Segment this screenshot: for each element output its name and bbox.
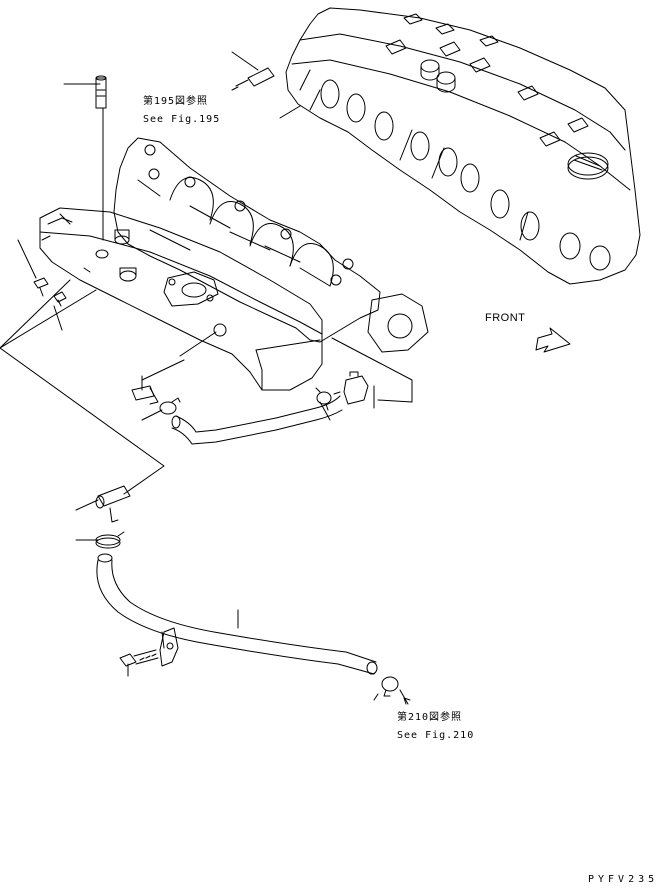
fig210-callout-jp: 第210図参照 (397, 712, 463, 723)
cylinder-head (231, 7, 641, 285)
front-arrow-icon (535, 327, 571, 353)
upper-small-parts (33, 75, 369, 445)
intake-manifold (113, 137, 429, 353)
drawing-code: PYFV235 (588, 874, 659, 885)
fig195-callout-en: See Fig.195 (143, 114, 221, 125)
lower-hose-assembly (95, 485, 399, 697)
front-label: FRONT (485, 312, 526, 324)
intake-pipe (39, 207, 323, 391)
fig210-callout-en: See Fig.210 (397, 730, 475, 741)
fig195-callout-jp: 第195図参照 (143, 96, 209, 107)
leader-lines (0, 51, 413, 705)
